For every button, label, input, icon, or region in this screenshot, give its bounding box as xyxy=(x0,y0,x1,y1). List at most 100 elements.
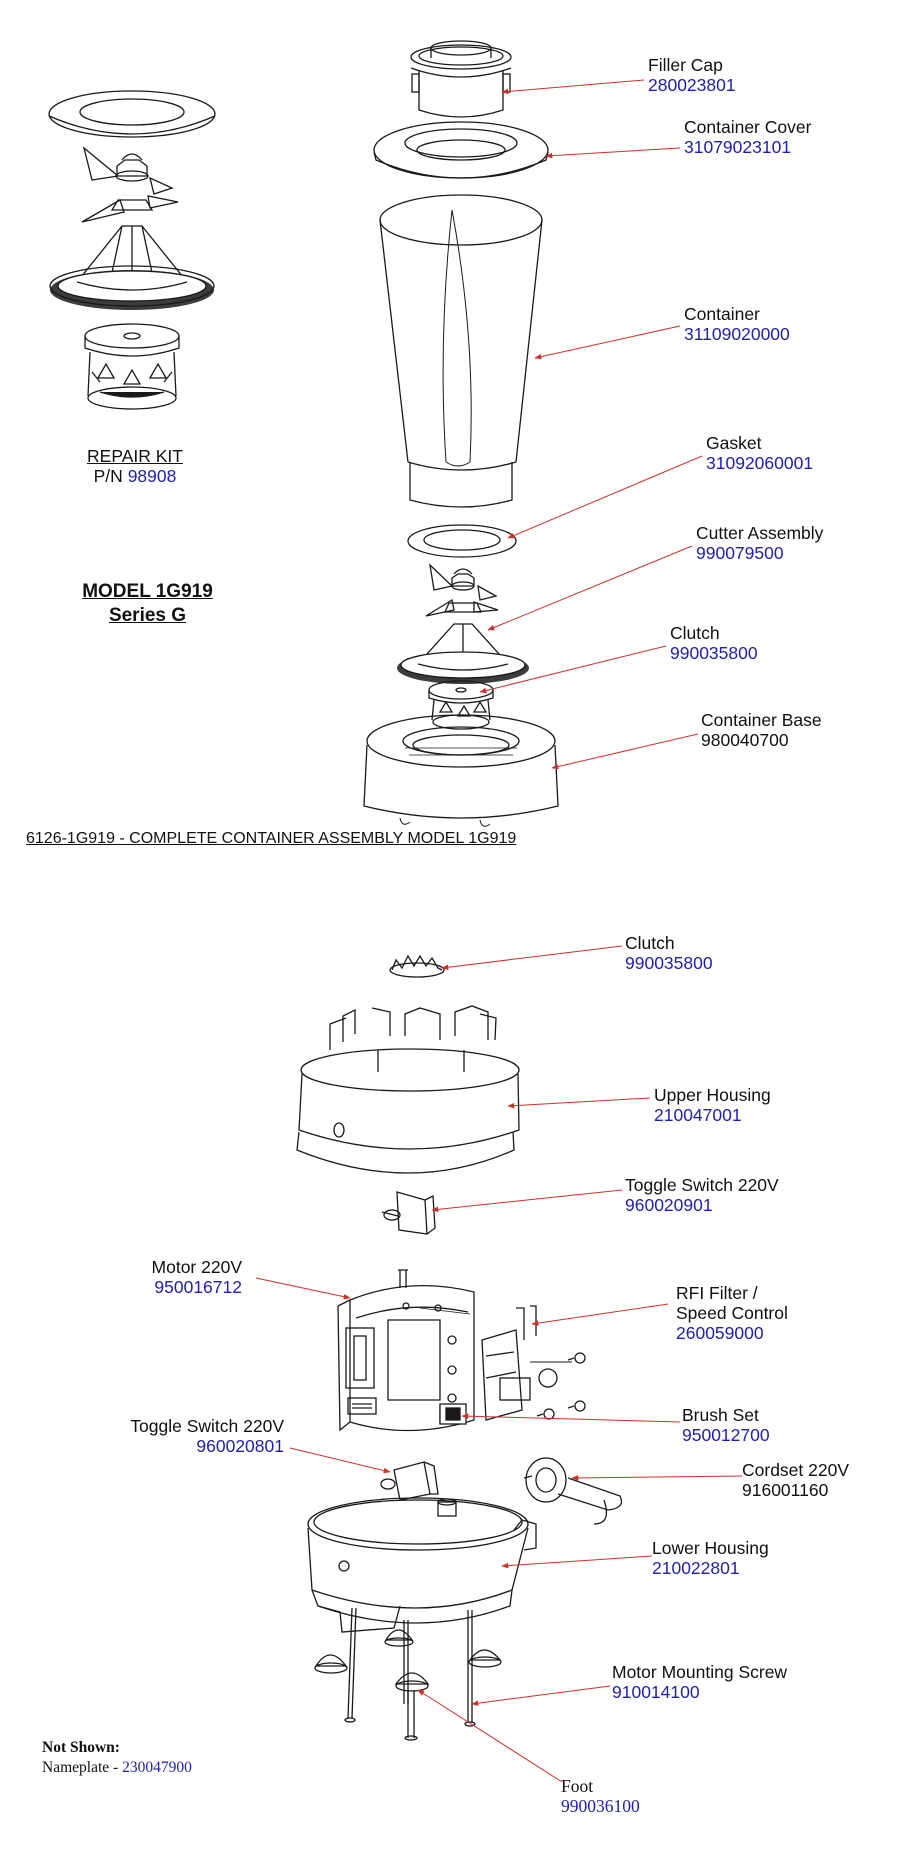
cutter-assembly-leader xyxy=(487,545,693,631)
part-number: 990036100 xyxy=(561,1796,640,1816)
container-cover-drawing xyxy=(373,121,549,179)
motor-leader xyxy=(255,1277,351,1300)
nameplate-separator: - xyxy=(109,1759,123,1776)
part-number: 210022801 xyxy=(652,1558,740,1578)
cordset-drawing xyxy=(523,1457,623,1525)
model-number: MODEL 1G919 xyxy=(82,581,213,602)
toggle-switch-2-label: Toggle Switch 220V 960020801 xyxy=(120,1416,284,1456)
not-shown-heading: Not Shown: xyxy=(42,1739,120,1756)
repair-kit-cutter-drawing xyxy=(49,146,215,310)
container-base-label: Container Base 980040700 xyxy=(701,710,822,750)
rfi-filter-leader xyxy=(531,1303,669,1326)
part-name: Upper Housing xyxy=(654,1085,771,1105)
clutch-top-drawing xyxy=(428,680,494,730)
leader-lines xyxy=(255,79,743,1783)
toggle-switch-1-drawing xyxy=(381,1191,436,1235)
container-base-leader xyxy=(551,733,699,770)
part-name: Motor 220V xyxy=(151,1257,242,1277)
brush-set-drawing xyxy=(439,1403,467,1425)
part-name: Lower Housing xyxy=(652,1538,769,1558)
cutter-assembly-label: Cutter Assembly 990079500 xyxy=(696,523,823,563)
part-number: 990035800 xyxy=(670,643,758,663)
part-name: Container Cover xyxy=(684,117,812,137)
part-number: 960020901 xyxy=(625,1195,713,1215)
part-name-line2: Speed Control xyxy=(676,1303,788,1323)
container-cover-leader xyxy=(545,147,681,159)
nameplate-name: Nameplate xyxy=(42,1759,110,1776)
motor-mounting-screw-label: Motor Mounting Screw 910014100 xyxy=(612,1662,787,1702)
part-number: 990079500 xyxy=(696,543,784,563)
part-name: Cutter Assembly xyxy=(696,523,824,543)
toggle-switch-1-label: Toggle Switch 220V 960020901 xyxy=(625,1175,779,1215)
container-drawing xyxy=(379,194,543,508)
motor-mounting-screw-leader xyxy=(471,1685,611,1706)
part-number: 31092060001 xyxy=(706,453,814,473)
upper-housing-drawing xyxy=(296,1005,520,1174)
part-name: Motor Mounting Screw xyxy=(612,1662,788,1682)
repair-kit-label: REPAIR KIT P/N 98908 xyxy=(60,446,210,486)
part-number: 950012700 xyxy=(682,1425,770,1445)
part-name: Gasket xyxy=(706,433,762,453)
cutter-assembly-drawing xyxy=(397,563,529,684)
model-heading: MODEL 1G919 Series G xyxy=(60,580,235,628)
nameplate-pn: 230047900 xyxy=(122,1759,192,1776)
clutch-base-drawing xyxy=(389,954,445,978)
rfi-filter-drawing xyxy=(481,1305,586,1421)
part-name: Clutch xyxy=(625,933,675,953)
container-label: Container 31109020000 xyxy=(684,304,790,344)
feet-drawing xyxy=(314,1629,502,1741)
lower-housing-leader xyxy=(501,1555,653,1569)
repair-kit-gasket-drawing xyxy=(48,90,216,138)
assembly-caption: 6126-1G919 - COMPLETE CONTAINER ASSEMBLY… xyxy=(26,830,517,847)
repair-kit-title: REPAIR KIT xyxy=(87,446,183,466)
part-name: Filler Cap xyxy=(648,55,723,75)
rfi-filter-label: RFI Filter / Speed Control 260059000 xyxy=(676,1283,788,1343)
part-name: Clutch xyxy=(670,623,720,643)
gasket-drawing xyxy=(407,524,517,558)
container-cover-label: Container Cover 31079023101 xyxy=(684,117,811,157)
part-number: 916001160 xyxy=(742,1480,829,1500)
part-number: 910014100 xyxy=(612,1682,700,1702)
part-name: Cordset 220V xyxy=(742,1460,850,1480)
lower-housing-label: Lower Housing 210022801 xyxy=(652,1538,769,1578)
gasket-leader xyxy=(507,455,703,539)
part-number: 960020801 xyxy=(196,1436,284,1456)
part-name-line1: RFI Filter / xyxy=(676,1283,758,1303)
part-number: 990035800 xyxy=(625,953,713,973)
part-name: Toggle Switch 220V xyxy=(625,1175,779,1195)
cordset-leader xyxy=(571,1475,743,1481)
lower-housing-drawing xyxy=(307,1497,537,1633)
filler-cap-leader xyxy=(501,79,645,95)
part-name: Brush Set xyxy=(682,1405,759,1425)
part-number: 210047001 xyxy=(654,1105,742,1125)
clutch-base-leader xyxy=(441,945,623,971)
part-name: Container Base xyxy=(701,710,822,730)
toggle-switch-1-leader xyxy=(431,1189,623,1213)
container-base-drawing xyxy=(363,714,559,827)
motor-label: Motor 220V 950016712 xyxy=(146,1257,242,1297)
upper-housing-label: Upper Housing 210047001 xyxy=(654,1085,771,1125)
not-shown-note: Not Shown: Nameplate - 230047900 xyxy=(42,1738,192,1778)
filler-cap-drawing xyxy=(410,40,512,118)
repair-kit-pn: 98908 xyxy=(127,466,177,486)
model-series: Series G xyxy=(108,605,187,626)
part-name: Foot xyxy=(561,1776,594,1796)
part-number: 280023801 xyxy=(648,75,736,95)
part-number: 980040700 xyxy=(701,730,789,750)
part-number: 950016712 xyxy=(154,1277,242,1297)
clutch-base-label: Clutch 990035800 xyxy=(625,933,713,973)
part-number: 260059000 xyxy=(676,1323,764,1343)
container-leader xyxy=(534,325,681,360)
clutch-top-leader xyxy=(479,645,667,694)
filler-cap-label: Filler Cap 280023801 xyxy=(648,55,736,95)
brush-set-label: Brush Set 950012700 xyxy=(682,1405,770,1445)
toggle-switch-2-drawing xyxy=(380,1461,439,1501)
part-name: Toggle Switch 220V xyxy=(130,1416,284,1436)
motor-mounting-screws-drawing xyxy=(344,1607,476,1727)
cordset-label: Cordset 220V 916001160 xyxy=(742,1460,849,1500)
foot-label: Foot 990036100 xyxy=(561,1776,640,1816)
foot-leader xyxy=(417,1689,563,1783)
repair-kit-pn-prefix: P/N xyxy=(93,466,123,486)
